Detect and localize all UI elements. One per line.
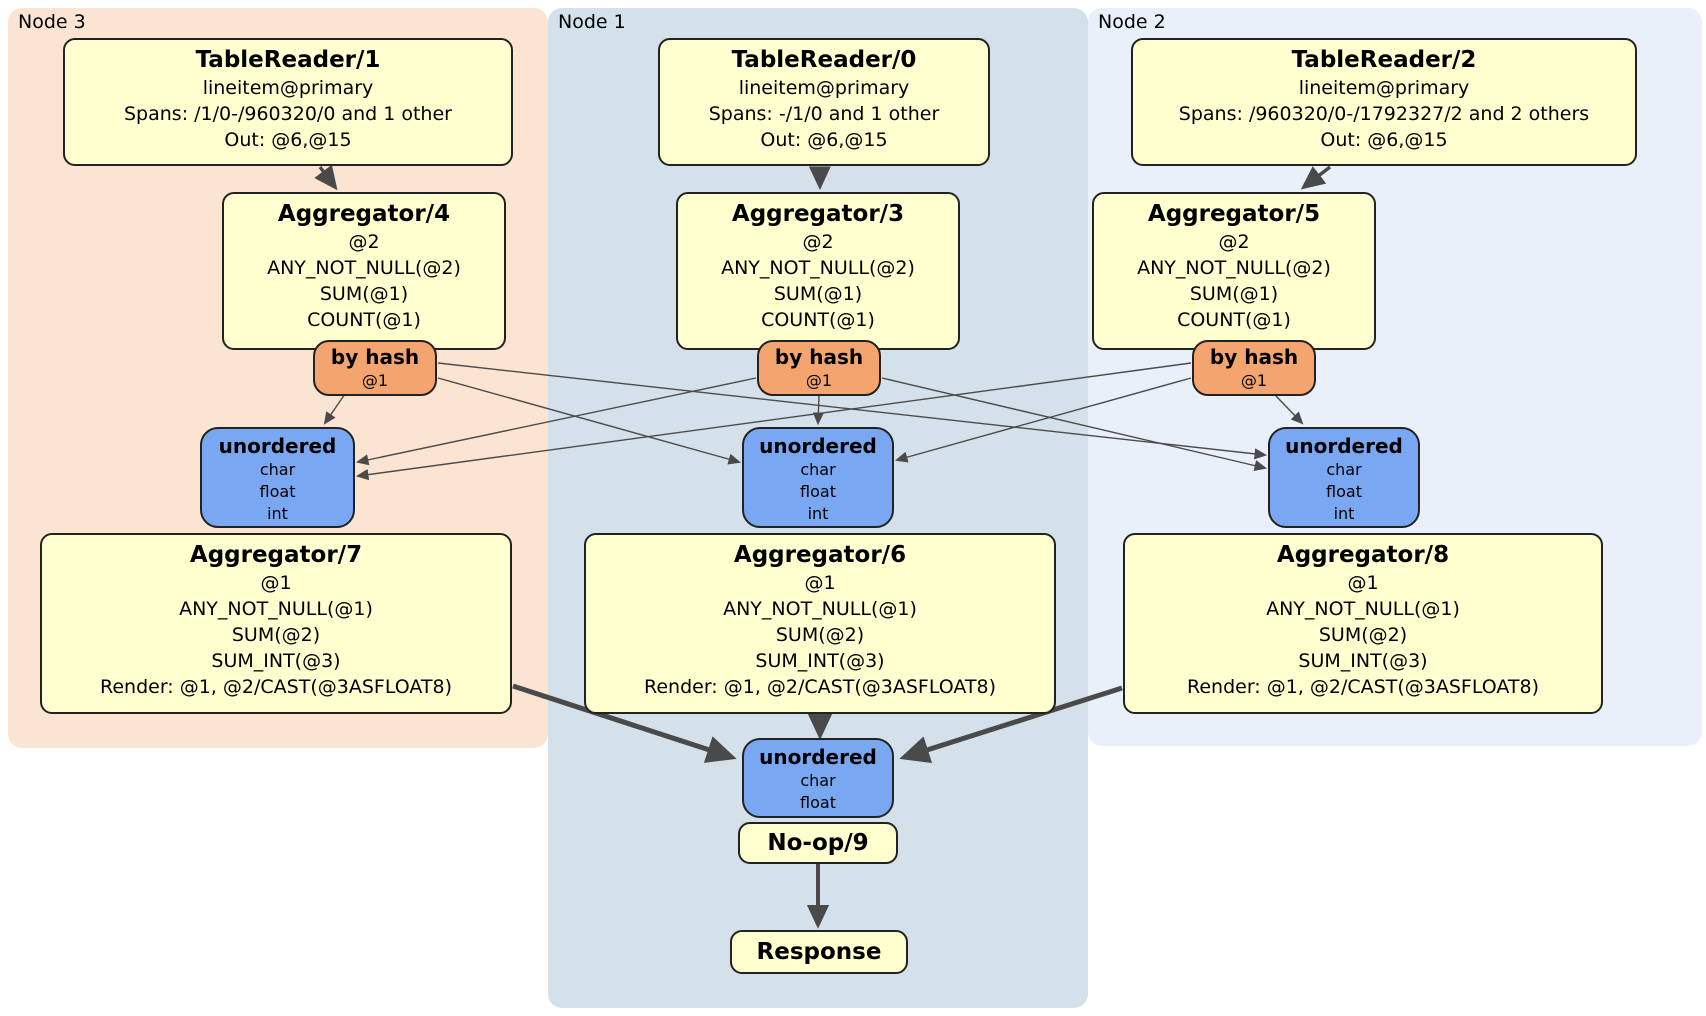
processor-title: Aggregator/5	[1147, 201, 1321, 227]
processor-detail: lineitem@primary	[738, 77, 910, 99]
sync-column: float	[800, 793, 836, 812]
processor-detail: SUM(@2)	[1318, 624, 1408, 646]
noop-box: No-op/9	[738, 822, 898, 864]
processor-detail: Render: @1, @2/CAST(@3ASFLOAT8)	[1187, 676, 1539, 698]
processor-title: Aggregator/6	[733, 542, 907, 568]
unordered-sync: unordered char float int	[742, 427, 894, 528]
unordered-sync: unordered char float int	[1268, 427, 1420, 528]
router-title: by hash	[1209, 345, 1299, 369]
processor-detail: Out: @6,@15	[760, 129, 888, 151]
table-reader-box: TableReader/2 lineitem@primary Spans: /9…	[1131, 38, 1637, 166]
sync-column: float	[800, 482, 836, 501]
sync-column: char	[259, 460, 296, 479]
processor-detail: SUM(@2)	[231, 624, 321, 646]
sync-column: int	[1333, 504, 1355, 523]
sync-title: unordered	[218, 434, 337, 458]
unordered-sync: unordered char float int	[200, 427, 355, 528]
node2-label: Node 2	[1098, 11, 1166, 33]
sync-column: char	[800, 771, 836, 790]
processor-title: TableReader/2	[1291, 47, 1477, 73]
processor-detail: @2	[1218, 231, 1250, 253]
processor-detail: Spans: /1/0-/960320/0 and 1 other	[124, 103, 452, 125]
aggregator-box: Aggregator/4 @2 ANY_NOT_NULL(@2) SUM(@1)…	[222, 192, 506, 350]
sync-column: char	[1326, 460, 1362, 479]
processor-detail: Out: @6,@15	[1320, 129, 1448, 151]
router-detail: @1	[1240, 371, 1268, 390]
aggregator-box: Aggregator/5 @2 ANY_NOT_NULL(@2) SUM(@1)…	[1092, 192, 1376, 350]
aggregator-box: Aggregator/8 @1 ANY_NOT_NULL(@1) SUM(@2)…	[1123, 533, 1603, 714]
processor-detail: Spans: /960320/0-/1792327/2 and 2 others	[1178, 103, 1590, 125]
router-detail: @1	[805, 371, 833, 390]
processor-detail: Spans: -/1/0 and 1 other	[708, 103, 940, 125]
hash-router: by hash @1	[757, 340, 881, 396]
sync-title: unordered	[1285, 434, 1403, 458]
processor-detail: ANY_NOT_NULL(@2)	[267, 257, 461, 279]
aggregator-box: Aggregator/7 @1 ANY_NOT_NULL(@1) SUM(@2)…	[40, 533, 512, 714]
sync-title: unordered	[759, 434, 877, 458]
processor-title: Aggregator/4	[277, 201, 451, 227]
processor-detail: SUM(@2)	[775, 624, 865, 646]
processor-detail: Render: @1, @2/CAST(@3ASFLOAT8)	[100, 676, 452, 698]
processor-detail: Out: @6,@15	[224, 129, 352, 151]
processor-detail: lineitem@primary	[1298, 77, 1470, 99]
processor-title: TableReader/0	[731, 47, 917, 73]
processor-title: Aggregator/3	[731, 201, 905, 227]
processor-detail: COUNT(@1)	[761, 309, 875, 331]
aggregator-box: Aggregator/6 @1 ANY_NOT_NULL(@1) SUM(@2)…	[584, 533, 1056, 714]
table-reader-box: TableReader/1 lineitem@primary Spans: /1…	[63, 38, 513, 166]
processor-detail: @1	[1347, 572, 1379, 594]
processor-detail: @2	[802, 231, 834, 253]
processor-detail: ANY_NOT_NULL(@1)	[179, 598, 373, 620]
result-unordered-sync: unordered char float	[742, 738, 894, 818]
processor-detail: ANY_NOT_NULL(@2)	[721, 257, 915, 279]
processor-detail: SUM_INT(@3)	[211, 650, 341, 672]
node1-label: Node 1	[558, 11, 626, 33]
hash-router: by hash @1	[1192, 340, 1316, 396]
sync-column: int	[807, 504, 829, 523]
processor-detail: SUM(@1)	[1189, 283, 1279, 305]
node3-label: Node 3	[18, 11, 86, 33]
sync-column: float	[1326, 482, 1362, 501]
processor-detail: SUM(@1)	[773, 283, 863, 305]
table-reader-box: TableReader/0 lineitem@primary Spans: -/…	[658, 38, 990, 166]
processor-title: No-op/9	[767, 830, 869, 856]
processor-detail: ANY_NOT_NULL(@2)	[1137, 257, 1331, 279]
processor-detail: COUNT(@1)	[307, 309, 421, 331]
processor-detail: ANY_NOT_NULL(@1)	[1266, 598, 1460, 620]
sync-column: float	[259, 482, 296, 501]
router-title: by hash	[774, 345, 864, 369]
processor-title: Aggregator/7	[189, 542, 363, 568]
sync-column: int	[267, 504, 288, 523]
sync-column: char	[800, 460, 836, 479]
hash-router: by hash @1	[313, 340, 437, 396]
processor-detail: Render: @1, @2/CAST(@3ASFLOAT8)	[644, 676, 996, 698]
processor-title: TableReader/1	[195, 47, 381, 73]
processor-detail: ANY_NOT_NULL(@1)	[723, 598, 917, 620]
processor-detail: @1	[804, 572, 836, 594]
router-title: by hash	[330, 345, 420, 369]
router-detail: @1	[361, 371, 389, 390]
processor-detail: lineitem@primary	[202, 77, 374, 99]
aggregator-box: Aggregator/3 @2 ANY_NOT_NULL(@2) SUM(@1)…	[676, 192, 960, 350]
response-box: Response	[730, 930, 908, 974]
processor-title: Aggregator/8	[1276, 542, 1450, 568]
sync-title: unordered	[759, 745, 877, 769]
processor-detail: @2	[348, 231, 380, 253]
processor-detail: SUM_INT(@3)	[755, 650, 885, 672]
processor-detail: @1	[260, 572, 292, 594]
processor-title: Response	[756, 939, 882, 965]
processor-detail: SUM(@1)	[319, 283, 409, 305]
processor-detail: SUM_INT(@3)	[1298, 650, 1428, 672]
processor-detail: COUNT(@1)	[1177, 309, 1291, 331]
